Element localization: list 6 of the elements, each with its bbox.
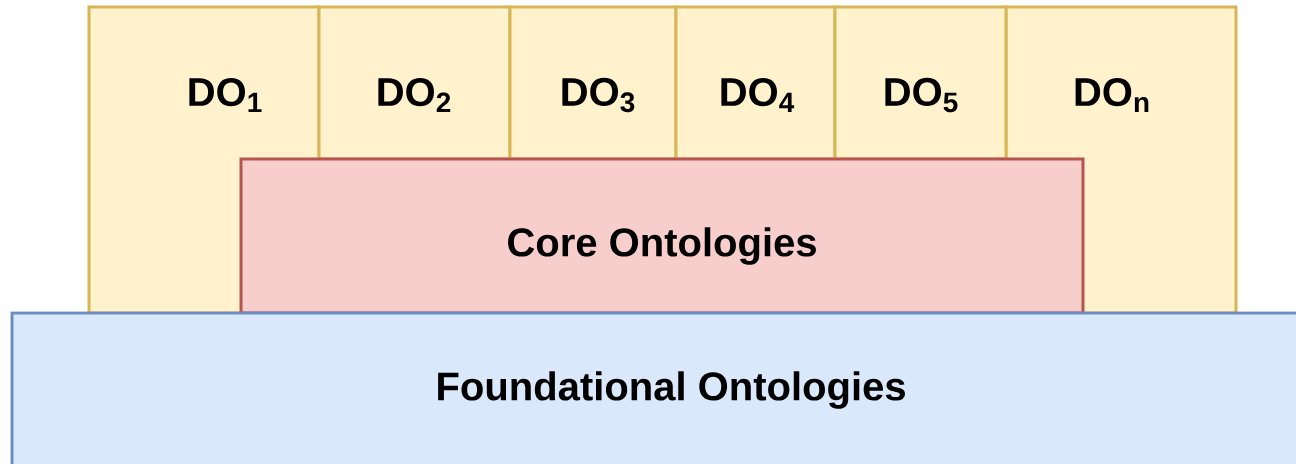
layer-box: Core Ontologies <box>239 157 1085 315</box>
ontology-box: DO$_{4}$ <box>674 5 837 161</box>
ontology-box: DO$_{2}$ <box>317 5 512 161</box>
ontology-box: DO$_{3}$ <box>508 5 678 161</box>
ontology-box: DO$_{5}$ <box>833 5 1008 161</box>
layer-box: Foundational Ontologies <box>10 311 1296 464</box>
